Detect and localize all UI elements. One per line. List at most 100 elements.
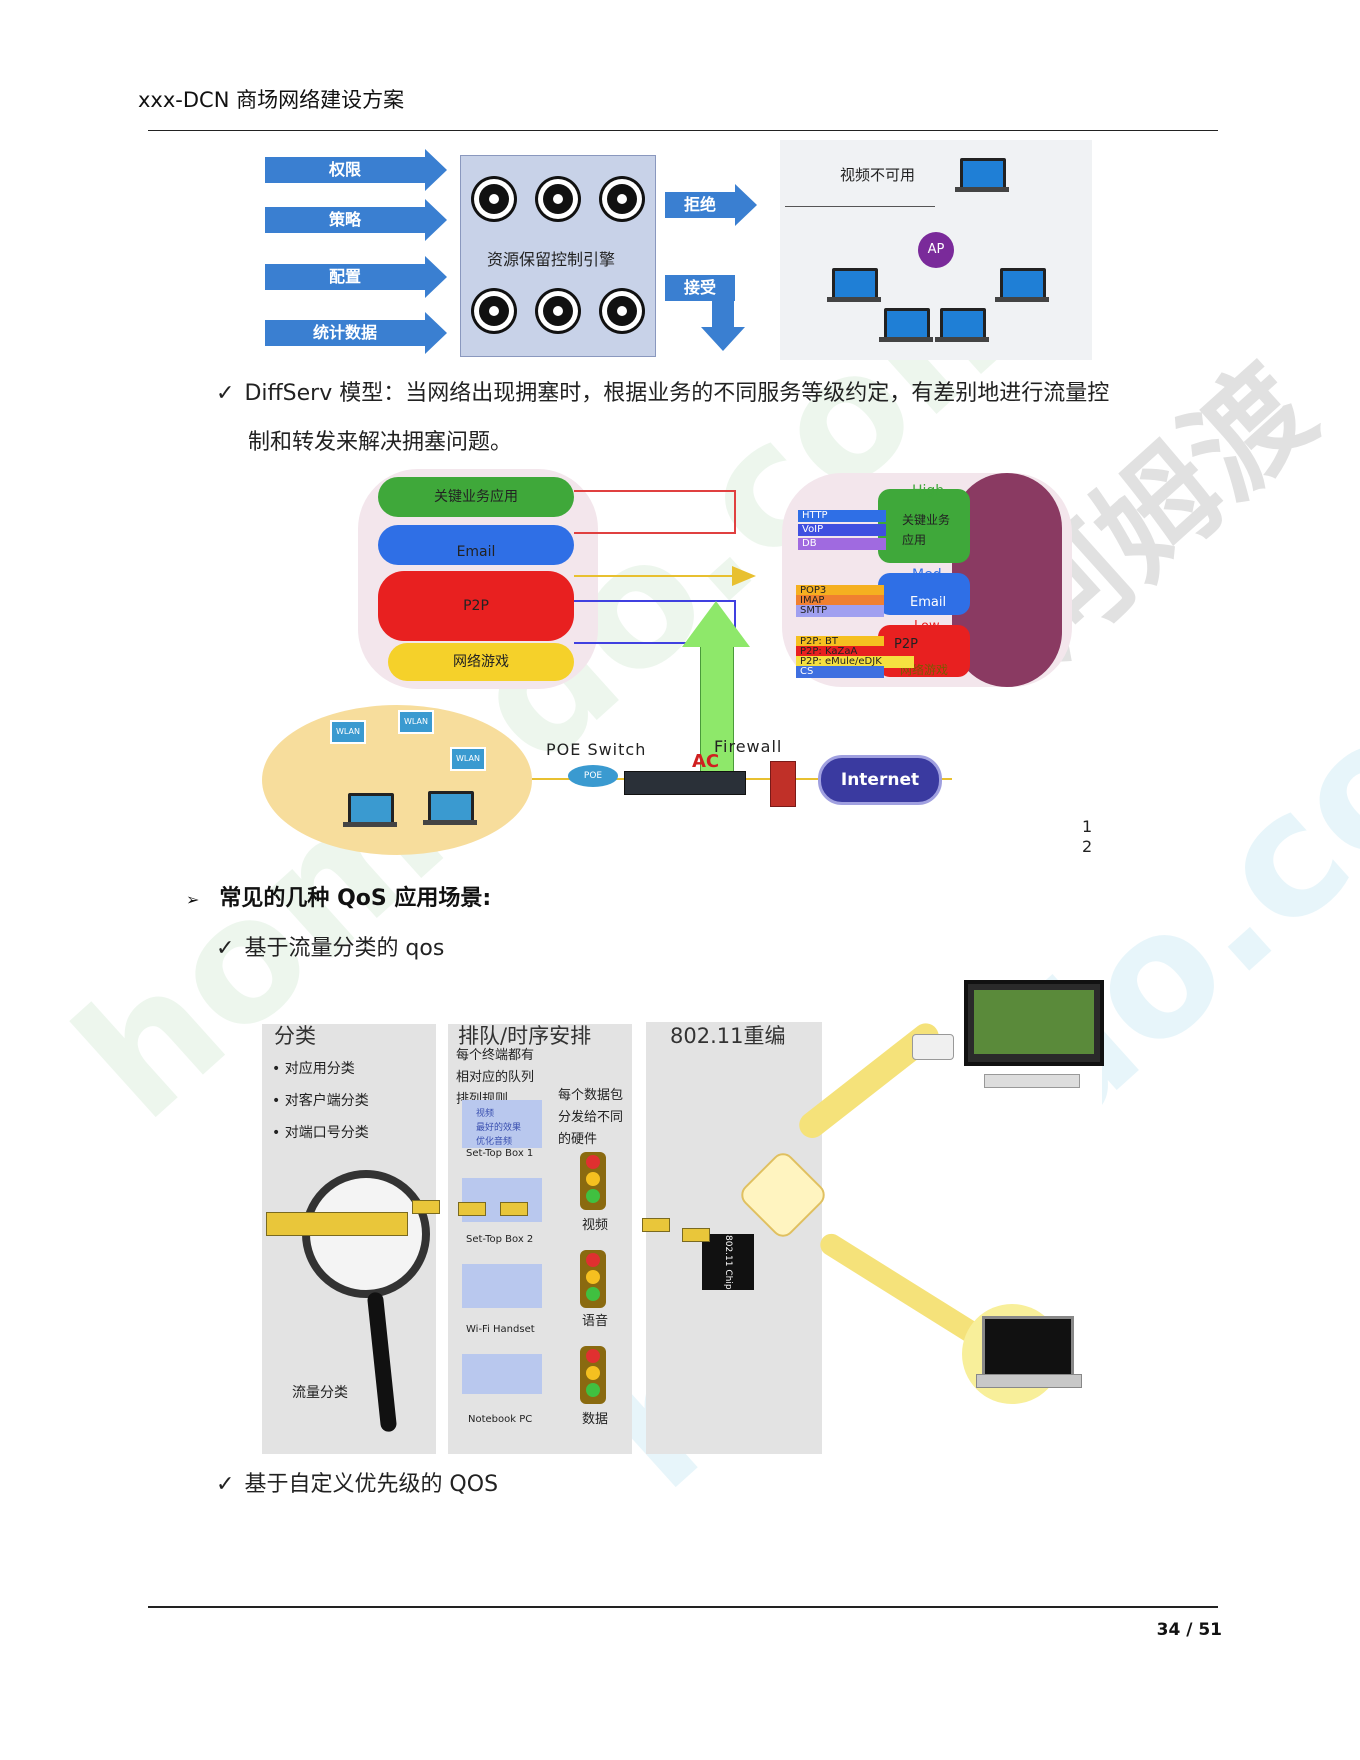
p2p-label: P2P [894,637,918,652]
figure-diffserv: 关键业务应用 Email P2P 网络游戏 High 关键业务 应用 Med E… [262,465,1102,856]
set-top-box-icon [984,1074,1080,1088]
tag-db: DB [798,538,886,550]
check-icon: ✓ [216,936,235,961]
traffic-label: 语音 [582,1314,609,1329]
device-label: Wi-Fi Handset [466,1324,535,1335]
tag-cs: CS [796,666,884,678]
classify-bullet: • 对端口号分类 [272,1125,369,1141]
route-line [574,490,736,534]
gear-icon [607,296,637,326]
tag-http: HTTP [798,510,886,522]
critical-label: 应用 [902,533,927,547]
classify-bullet: • 对应用分类 [272,1061,355,1077]
laptop-icon [879,308,933,342]
laptop-icon [423,791,477,825]
poe-icon-label: POE [583,771,603,781]
panel-remark-title: 802.11重编 [670,1024,786,1048]
right-cylinder-end [952,473,1062,687]
dispatch-desc: 的硬件 [558,1132,598,1147]
packet-icon [682,1228,710,1242]
page-number: 34 / 51 [1156,1620,1222,1640]
traffic-light-icon [580,1152,606,1210]
traffic-label: 视频 [582,1218,609,1233]
laptop-icon [935,308,989,342]
dispatch-desc: 每个数据包 [558,1088,624,1103]
panel-queue-title: 排队/时序安排 [458,1024,592,1048]
chip-label: 802.11 Chip [723,1234,733,1290]
chip-icon: 802.11 Chip [702,1234,754,1290]
check-icon: ✓ [216,1472,235,1497]
classify-bullet: • 对客户端分类 [272,1093,369,1109]
header-rule [148,130,1218,131]
ac-label: AC [692,751,720,772]
class-med-block [878,573,970,615]
dispatch-desc: 分发给不同 [558,1110,624,1125]
laptop-icon [955,158,1009,192]
packet-stream [266,1212,408,1236]
footnote-number: 2 [1082,837,1093,856]
footer-rule [148,1606,1218,1608]
poe-switch-icon: POE [568,765,618,787]
gear-icon [479,296,509,326]
wlan-ap-icon: WLAN [450,747,486,771]
ap-icon: AP [918,232,954,268]
qos-item-1-text: 基于流量分类的 qos [244,936,445,961]
tag-bt: P2P: BT [796,636,884,648]
pipe-email: Email [378,525,574,565]
route-arrow-head [732,566,756,586]
ap-line [785,206,935,207]
class-low-block [878,625,970,677]
control-engine-box: 资源保留控制引擎 [460,155,656,357]
wlan-ap-icon: WLAN [330,720,366,744]
accept-arrow-head [712,301,734,327]
queue-hint: 视频 [476,1109,495,1119]
internet-cloud-icon: Internet [818,755,942,805]
device-label: Set-Top Box 1 [466,1148,534,1159]
gear-icon [543,296,573,326]
engine-label: 资源保留控制引擎 [487,250,616,269]
wlan-label: WLAN [335,727,360,736]
packet-icon [458,1202,486,1216]
diffserv-text: DiffServ 模型：当网络出现拥塞时，根据业务的不同服务等级约定，有差别地进… [244,381,1110,406]
tag-kazaa: P2P: KaZaA [796,646,884,658]
footnote-number: 1 [1082,817,1093,836]
route-line [574,575,734,577]
notebook-icon [982,1316,1074,1378]
wlan-label: WLAN [403,717,428,726]
pipe-game: 网络游戏 [388,643,574,681]
poe-switch-label: POE Switch [546,740,647,759]
device-label: Set-Top Box 2 [466,1234,534,1245]
figure-resource-reservation: 权限 策略 配置 统计数据 资源保留控制引擎 拒绝 接受 视频不可用 AP [260,140,1100,360]
traffic-light-icon [580,1250,606,1308]
tv-screen [974,990,1094,1054]
green-up-arrow-tip [682,601,750,647]
input-arrow: 统计数据 [265,312,447,354]
traffic-light-icon [580,1346,606,1404]
gear-icon [607,184,637,214]
accept-arrow: 接受 [665,275,735,301]
pipe-p2p: P2P [378,571,574,641]
critical-label: 关键业务 [902,513,951,527]
tag-pop3: POP3 [796,585,884,597]
internet-label: Internet [840,770,920,790]
firewall-label: Firewall [714,737,783,756]
input-arrow: 权限 [265,149,447,191]
gear-icon [543,184,573,214]
figure-traffic-qos: 分类 • 对应用分类 • 对客户端分类 • 对端口号分类 流量分类 排队/时序安… [262,980,1104,1460]
arrow-bullet-icon: ➢ [186,890,200,909]
queue-hint: 最好的效果 [476,1123,522,1133]
panel-classify-title: 分类 [274,1024,316,1048]
traffic-label: 数据 [582,1412,609,1427]
tag-imap: IMAP [796,595,884,607]
queue-desc: 每个终端都有 [456,1048,535,1063]
wlan-label: WLAN [455,754,480,763]
diffserv-line-1: ✓DiffServ 模型：当网络出现拥塞时，根据业务的不同服务等级约定，有差别地… [216,375,1226,407]
laptop-icon [995,268,1049,302]
qos-item-2-text: 基于自定义优先级的 QOS [244,1472,499,1497]
phone-icon [912,1034,954,1060]
queue-slot [462,1354,542,1394]
green-up-arrow [700,645,734,777]
tag-voip: VoIP [798,524,886,536]
ap-label: AP [927,242,945,257]
flow-classify-caption: 流量分类 [292,1385,348,1401]
